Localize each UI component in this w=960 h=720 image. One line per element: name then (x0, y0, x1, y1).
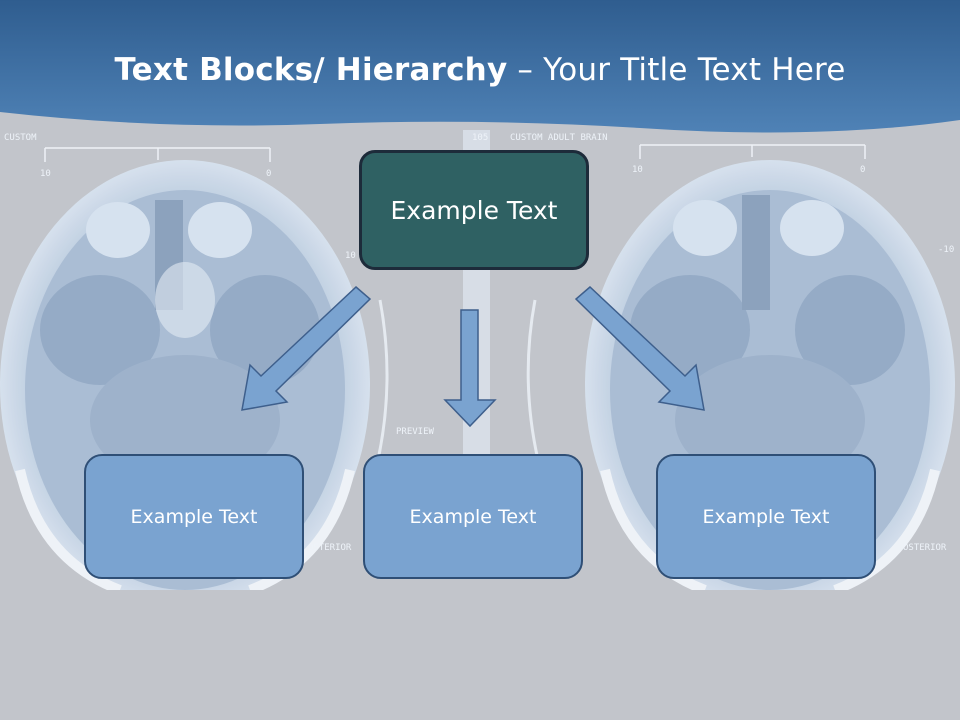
scan-label-preview: PREVIEW (396, 427, 435, 437)
scan-label-scale-left-right: 10 (632, 165, 643, 175)
child-text-block-label: Example Text (702, 505, 830, 528)
arrow-left (241, 285, 372, 411)
scan-label-side-left: 10 (345, 251, 356, 261)
child-text-block-label: Example Text (130, 505, 258, 528)
title-rest: Your Title Text Here (543, 52, 846, 88)
child-text-block-right[interactable]: Example Text (656, 454, 876, 579)
scan-label-header: CUSTOM ADULT BRAIN (510, 133, 608, 143)
child-text-block-label: Example Text (409, 505, 537, 528)
title-bold: Text Blocks/ Hierarchy (114, 52, 508, 88)
top-text-block-label: Example Text (390, 195, 558, 225)
scan-label-posterior-left: OSTERIOR (308, 543, 352, 553)
title-dash: – (507, 52, 544, 88)
scan-label-side-right: -10 (938, 245, 954, 255)
scan-label-custom-left: CUSTOM (4, 133, 37, 143)
child-text-block-left[interactable]: Example Text (84, 454, 304, 579)
scan-label-scale-right: 0 (266, 169, 271, 179)
scan-label-posterior-right: OSTERIOR (903, 543, 947, 553)
slide-title: Text Blocks/ Hierarchy – Your Title Text… (0, 52, 960, 88)
slide-bottom-area (0, 590, 960, 720)
scan-label-scale-left: 10 (40, 169, 51, 179)
arrow-center (443, 309, 497, 428)
arrow-right (574, 285, 705, 411)
scan-label-scale-right-right: 0 (860, 165, 865, 175)
header-band (0, 0, 960, 133)
scan-label-top: 105 (472, 133, 488, 143)
child-text-block-center[interactable]: Example Text (363, 454, 583, 579)
top-text-block[interactable]: Example Text (359, 150, 589, 270)
